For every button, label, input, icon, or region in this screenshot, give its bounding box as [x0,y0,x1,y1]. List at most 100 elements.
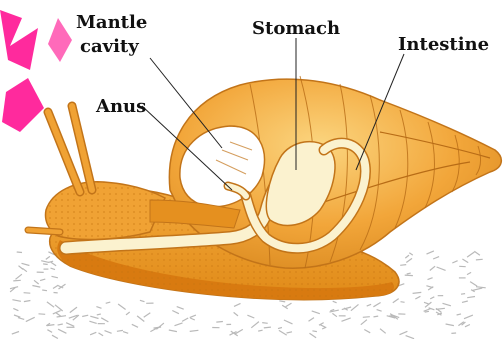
ground-hatch-mark [126,312,130,315]
ground-hatch-mark [137,316,144,322]
ground-hatch-mark [452,261,457,263]
ground-hatch-mark [393,299,399,303]
ground-hatch-mark [96,307,101,309]
ground-hatch-mark [312,331,317,332]
ground-hatch-mark [413,292,422,293]
ground-hatch-mark [90,316,98,318]
ground-hatch-mark [12,300,21,302]
ground-hatch-mark [89,321,96,323]
ground-hatch-mark [258,330,262,331]
ground-hatch-mark [48,261,53,262]
ground-hatch-mark [474,251,480,255]
ground-hatch-mark [52,335,58,338]
ground-hatch-mark [57,316,66,317]
ground-hatch-mark [123,332,128,334]
ground-hatch-mark [24,293,31,294]
label-mantle-line1: Mantle [76,12,147,33]
ground-hatch-mark [51,268,56,270]
ground-hatch-mark [262,323,268,324]
ground-hatch-mark [470,282,477,287]
ground-hatch-mark [16,274,22,279]
ground-hatch-mark [51,262,56,266]
ground-hatch-mark [367,304,371,306]
ground-hatch-mark [55,305,63,311]
ground-hatch-mark [433,257,439,259]
ground-hatch-mark [99,333,104,336]
ground-hatch-mark [461,294,465,295]
ground-hatch-mark [156,323,164,329]
ground-hatch-mark [216,322,223,323]
ground-hatch-mark [424,302,429,304]
ground-hatch-mark [333,301,337,303]
ground-hatch-mark [251,322,259,328]
ground-hatch-mark [430,266,435,270]
ground-hatch-mark [234,303,241,306]
ground-hatch-mark [132,324,138,327]
ground-hatch-mark [70,307,77,313]
ground-hatch-mark [465,325,470,327]
ground-hatch-mark [400,265,406,266]
ground-hatch-mark [279,330,287,335]
ground-hatch-mark [117,330,123,331]
ground-hatch-mark [286,303,292,307]
ground-hatch-mark [400,331,408,334]
ground-hatch-mark [46,256,50,259]
ground-hatch-mark [172,311,179,314]
ground-hatch-mark [406,258,412,262]
ground-hatch-mark [457,314,461,315]
ground-hatch-mark [264,327,271,328]
ground-hatch-mark [363,317,370,318]
ground-hatch-mark [287,332,293,333]
ground-hatch-mark [415,296,420,299]
ground-hatch-mark [53,285,58,288]
ground-hatch-mark [40,279,45,281]
ground-hatch-mark [284,320,293,324]
ground-hatch-mark [105,331,112,334]
ground-hatch-mark [190,330,199,331]
ground-hatch-mark [364,330,370,333]
label-mantle-line2: cavity [80,36,139,57]
ground-hatch-mark [309,318,315,322]
label-stomach: Stomach [252,18,340,39]
ground-hatch-mark [342,318,351,321]
ground-hatch-mark [405,255,409,258]
ground-hatch-mark [177,307,184,310]
ground-hatch-mark [14,315,20,317]
label-intestine: Intestine [398,34,489,55]
ground-hatch-mark [234,312,238,316]
ground-hatch-mark [476,287,486,288]
ground-hatch-mark [278,328,282,329]
ground-hatch-mark [26,317,35,321]
ground-hatch-mark [428,278,433,280]
ground-hatch-mark [462,259,468,263]
ground-hatch-mark [52,276,58,278]
ground-hatch-mark [322,327,326,329]
ground-hatch-mark [90,332,96,335]
ground-hatch-mark [66,323,74,327]
ground-hatch-mark [169,330,177,332]
ground-hatch-mark [144,313,151,318]
ground-hatch-mark [47,302,54,307]
snail-head [46,182,166,240]
ground-hatch-mark [97,314,101,315]
ground-hatch-mark [446,324,454,326]
ground-hatch-mark [22,268,27,271]
ground-hatch-mark [58,329,66,333]
ground-hatch-mark [39,314,46,315]
ground-hatch-mark [374,316,379,317]
label-anus: Anus [95,96,146,117]
ground-hatch-mark [247,315,254,318]
ground-hatch-mark [430,297,434,299]
ground-hatch-mark [43,264,48,265]
ground-hatch-mark [407,273,411,274]
ground-hatch-mark [310,333,317,338]
ground-hatch-mark [467,297,475,298]
ground-hatch-mark [361,320,367,325]
ground-hatch-mark [373,303,380,307]
ground-hatch-mark [279,301,285,302]
ground-hatch-mark [401,302,405,303]
ground-hatch-mark [437,267,446,270]
ground-hatch-mark [351,304,359,310]
ground-hatch-mark [312,311,320,314]
